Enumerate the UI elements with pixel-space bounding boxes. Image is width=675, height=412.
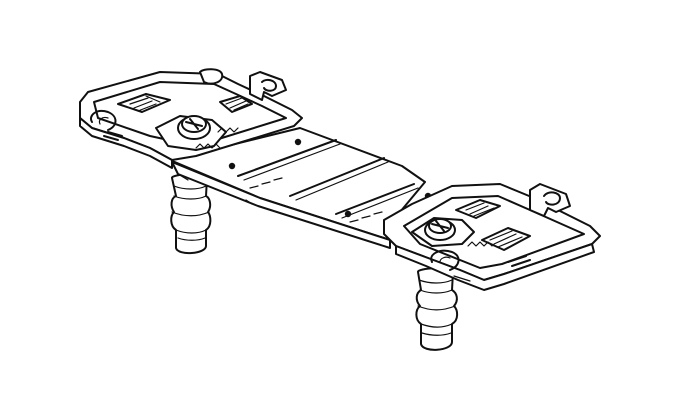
left-post bbox=[170, 173, 212, 254]
bridge-plate bbox=[169, 127, 432, 249]
rivet-icon bbox=[294, 138, 302, 146]
left-bracket bbox=[79, 68, 303, 169]
right-bracket bbox=[383, 183, 601, 291]
rivet-icon bbox=[344, 210, 352, 218]
rivet-icon bbox=[228, 162, 236, 170]
right-post bbox=[415, 267, 459, 351]
